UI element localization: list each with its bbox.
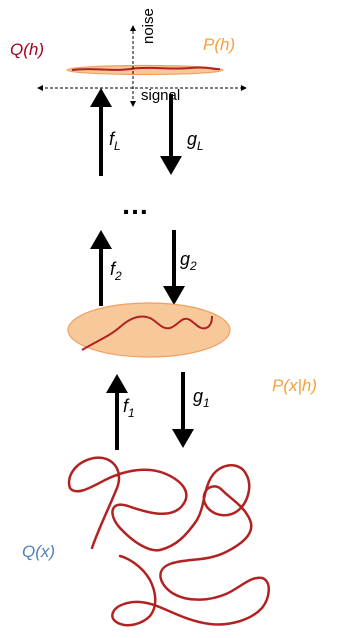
latent-space-top: noise signal Q(h) P(h) (10, 8, 247, 107)
signal-label: signal (141, 87, 180, 104)
g-1-base: g (193, 386, 203, 406)
f-1-base: f (123, 396, 130, 416)
decoder-arrow-g1: g1 (172, 372, 210, 448)
q-x-label: Q(x) (22, 542, 55, 561)
arrow-down-icon (172, 372, 194, 448)
g-L-sub: L (197, 139, 204, 153)
encoder-arrow-f1: f1 (106, 374, 135, 450)
arrow-down-icon (163, 230, 185, 305)
arrow-up-icon (90, 230, 112, 306)
g-2-base: g (180, 249, 190, 269)
arrow-up-icon (90, 88, 112, 176)
decoder-arrow-g2: g2 (163, 230, 197, 305)
q-h-label: Q(h) (10, 40, 44, 59)
noise-label: noise (140, 8, 157, 44)
latent-space-middle (67, 302, 231, 358)
data-manifold-curve (67, 456, 270, 627)
svg-text:f1: f1 (123, 396, 135, 420)
f-1-sub: 1 (128, 406, 135, 420)
latent-curve-top (71, 66, 221, 71)
ellipsis-text: … (121, 189, 149, 220)
arrow-up-icon (106, 374, 128, 450)
svg-text:gL: gL (187, 129, 204, 153)
p-h-label: P(h) (203, 35, 235, 54)
f-2-base: f (110, 259, 117, 279)
g-2-sub: 2 (189, 259, 197, 273)
svg-text:f2: f2 (110, 259, 122, 283)
encoder-arrow-f2: f2 (90, 230, 122, 306)
decoder-arrow-gL: gL (160, 94, 204, 175)
arrow-down-icon (160, 94, 182, 175)
svg-text:fL: fL (109, 129, 121, 153)
g-1-sub: 1 (203, 396, 210, 410)
encoder-arrow-fL: fL (90, 88, 121, 176)
latent-curve-middle (81, 315, 213, 351)
f-L-sub: L (114, 139, 121, 153)
p-x-given-h-label: P(x|h) (272, 376, 317, 395)
svg-text:g2: g2 (180, 249, 197, 273)
f-2-sub: 2 (114, 269, 122, 283)
f-L-base: f (109, 129, 116, 149)
svg-text:g1: g1 (193, 386, 210, 410)
g-L-base: g (187, 129, 197, 149)
latent-distribution-ellipse-middle (67, 302, 231, 358)
